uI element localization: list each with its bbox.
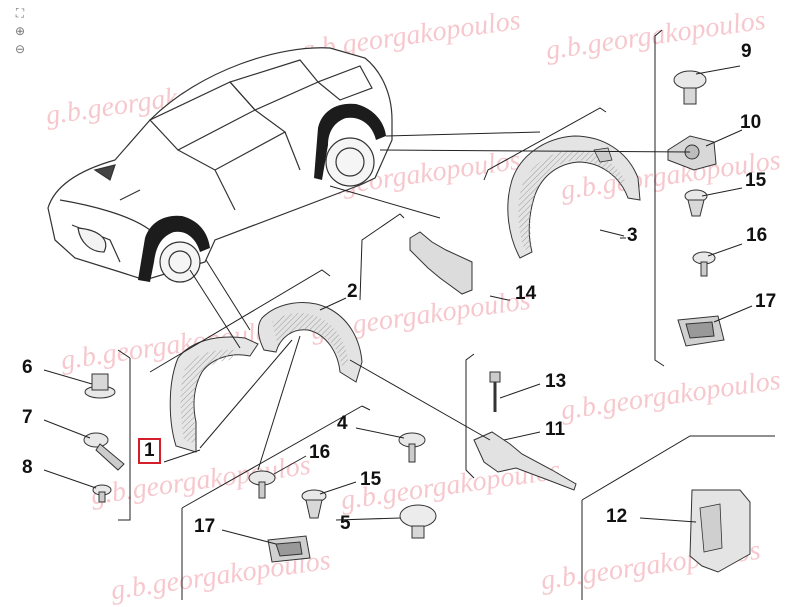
callout-5[interactable]: 5 xyxy=(340,513,351,534)
part-1-liner[interactable] xyxy=(169,336,259,453)
part-15-clip-right[interactable] xyxy=(684,189,708,217)
part-16-screw-right[interactable] xyxy=(692,251,716,277)
part-3-liner[interactable] xyxy=(507,135,641,259)
callout-17-right[interactable]: 17 xyxy=(755,291,777,312)
part-14-bracket[interactable] xyxy=(409,231,473,295)
vehicle-illustration xyxy=(47,47,393,283)
part-9-pushpin[interactable] xyxy=(673,70,707,105)
part-13-bolt[interactable] xyxy=(489,371,501,412)
callout-15-left[interactable]: 15 xyxy=(360,469,382,490)
callout-16-right[interactable]: 16 xyxy=(746,225,768,246)
callout-3[interactable]: 3 xyxy=(627,225,638,246)
callout-4[interactable]: 4 xyxy=(337,413,348,434)
callout-13[interactable]: 13 xyxy=(545,371,567,392)
callout-12[interactable]: 12 xyxy=(606,506,628,527)
zoom-in-icon[interactable]: ⊕ xyxy=(14,24,26,38)
part-15-clip-left[interactable] xyxy=(301,489,327,519)
callout-7[interactable]: 7 xyxy=(22,407,33,428)
callout-11[interactable]: 11 xyxy=(545,419,566,440)
part-17-nut-right[interactable] xyxy=(677,315,725,347)
callout-1-selected[interactable]: 1 xyxy=(138,438,161,464)
part-11-bracket[interactable] xyxy=(473,431,577,491)
part-7-clip[interactable] xyxy=(83,432,125,471)
callout-15-right[interactable]: 15 xyxy=(745,170,767,191)
group-lines xyxy=(117,29,775,600)
callout-9[interactable]: 9 xyxy=(741,41,752,62)
leader-lines xyxy=(43,65,753,545)
part-4-screw[interactable] xyxy=(398,432,426,463)
callout-6[interactable]: 6 xyxy=(22,357,33,378)
callout-2[interactable]: 2 xyxy=(347,281,358,302)
fit-icon[interactable]: ⛶ xyxy=(15,5,25,20)
rear-liner-mark xyxy=(314,103,386,180)
part-10-clip[interactable] xyxy=(667,135,717,171)
part-2-liner[interactable] xyxy=(257,302,363,383)
part-16-screw-left[interactable] xyxy=(248,470,276,499)
part-12-clip[interactable] xyxy=(689,489,751,573)
zoom-out-icon[interactable]: ⊖ xyxy=(14,42,26,56)
part-8-screw[interactable] xyxy=(92,484,112,503)
callout-14[interactable]: 14 xyxy=(515,283,537,304)
front-liner-mark xyxy=(138,215,210,282)
callout-10[interactable]: 10 xyxy=(740,112,762,133)
callout-8[interactable]: 8 xyxy=(22,457,33,478)
part-6-nut[interactable] xyxy=(84,373,116,399)
part-5-pushpin[interactable] xyxy=(399,504,437,539)
part-17-nut-left[interactable] xyxy=(267,535,311,563)
callout-17-left[interactable]: 17 xyxy=(194,516,216,537)
callout-16-left[interactable]: 16 xyxy=(309,442,331,463)
